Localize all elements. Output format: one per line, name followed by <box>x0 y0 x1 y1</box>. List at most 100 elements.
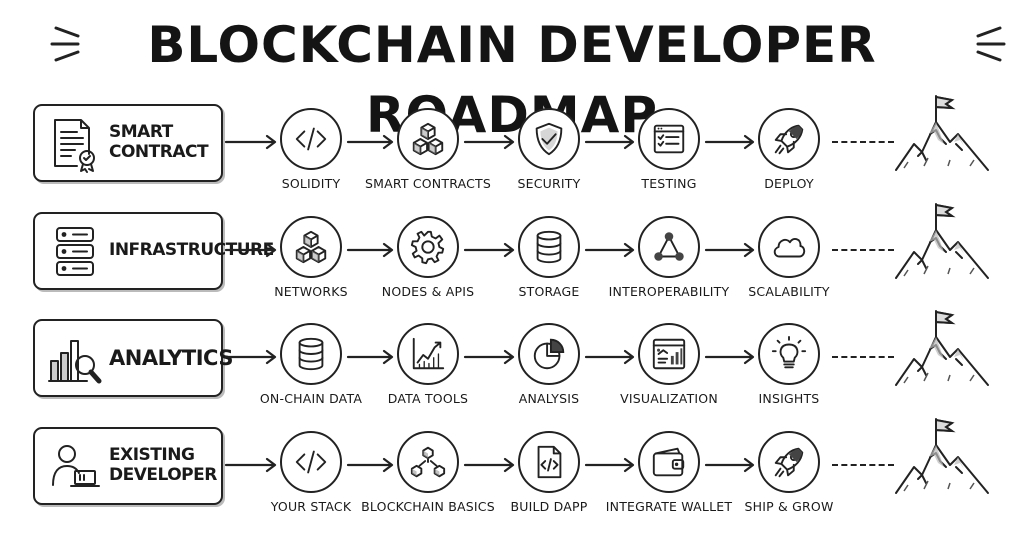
page-title: BLOCKCHAIN DEVELOPER ROADMAP <box>147 16 877 144</box>
dashboard-window-icon <box>650 335 688 373</box>
category-box[interactable]: EXISTING DEVELOPER <box>33 427 223 505</box>
step-circle <box>638 323 700 385</box>
step-circle <box>638 216 700 278</box>
step-label: NETWORKS <box>274 284 348 299</box>
bar-chart-magnifier-icon <box>47 331 103 387</box>
step-circle <box>518 431 580 493</box>
arrow-right-icon <box>346 242 394 258</box>
step-circle <box>397 108 459 170</box>
step-circle <box>280 108 342 170</box>
mountain-flag-icon <box>894 417 990 497</box>
step-label: SMART CONTRACTS <box>364 176 492 191</box>
category-box[interactable]: ANALYTICS <box>33 319 233 397</box>
mountain-flag-icon <box>894 202 990 282</box>
roadmap-step[interactable]: TESTING <box>609 108 729 208</box>
arrow-right-icon <box>224 134 277 150</box>
code-icon <box>292 443 330 481</box>
rocket-icon <box>770 443 808 481</box>
step-label: SCALABILITY <box>748 284 830 299</box>
shield-check-icon <box>530 120 568 158</box>
roadmap-row: EXISTING DEVELOPER YOUR STACK BLOCKCHAIN B… <box>0 418 1024 535</box>
cubes-icon <box>292 228 330 266</box>
arrow-right-icon <box>346 134 394 150</box>
step-label: DEPLOY <box>764 176 814 191</box>
roadmap-step[interactable]: INTEROPERABILITY <box>609 216 729 316</box>
arrow-right-icon <box>463 457 515 473</box>
wallet-icon <box>650 443 688 481</box>
code-icon <box>292 120 330 158</box>
arrow-right-icon <box>463 134 515 150</box>
step-label: SECURITY <box>517 176 581 191</box>
category-label: EXISTING DEVELOPER <box>109 445 217 485</box>
mountain-flag-icon <box>894 94 990 174</box>
step-label: NODES & APIS <box>381 284 475 299</box>
category-box[interactable]: INFRASTRUCTURE <box>33 212 274 290</box>
developer-laptop-icon <box>47 439 103 495</box>
roadmap-step[interactable]: DEPLOY <box>729 108 849 208</box>
step-circle <box>518 323 580 385</box>
arrow-right-icon <box>584 349 635 365</box>
step-label: YOUR STACK <box>270 499 352 514</box>
arrow-right-icon <box>704 134 755 150</box>
roadmap-step[interactable]: DATA TOOLS <box>368 323 488 423</box>
arrow-right-icon <box>463 349 515 365</box>
step-label: INTEGRATE WALLET <box>605 499 733 514</box>
arrow-right-icon <box>224 242 277 258</box>
roadmap-row: INFRASTRUCTURE NETWORKS NODES & APIS STORA… <box>0 203 1024 320</box>
linked-blocks-icon <box>409 443 447 481</box>
step-label: VISUALIZATION <box>620 391 718 406</box>
arrow-right-icon <box>346 457 394 473</box>
roadmap-step[interactable]: SMART CONTRACTS <box>365 108 491 208</box>
category-label: ANALYTICS <box>109 345 233 370</box>
step-label: BUILD DAPP <box>510 499 588 514</box>
step-label: INTEROPERABILITY <box>608 284 730 299</box>
step-label: SHIP & GROW <box>744 499 834 514</box>
category-label: SMART CONTRACT <box>109 122 209 162</box>
step-circle <box>518 108 580 170</box>
arrow-right-icon <box>463 242 515 258</box>
step-circle <box>280 323 342 385</box>
roadmap-step[interactable]: SCALABILITY <box>729 216 849 316</box>
step-circle <box>758 108 820 170</box>
roadmap-step[interactable]: SHIP & GROW <box>729 431 849 531</box>
arrow-right-icon <box>584 134 635 150</box>
roadmap-step[interactable]: BLOCKCHAIN BASICS <box>361 431 495 531</box>
roadmap-step[interactable]: ANALYSIS <box>489 323 609 423</box>
step-circle <box>758 431 820 493</box>
step-label: INSIGHTS <box>758 391 820 406</box>
step-circle <box>397 323 459 385</box>
category-label: INFRASTRUCTURE <box>109 240 274 261</box>
roadmap-step[interactable]: VISUALIZATION <box>609 323 729 423</box>
roadmap-row: ANALYTICS ON-CHAIN DATA DATA TOOLS ANALYSIS… <box>0 310 1024 427</box>
arrow-right-icon <box>584 242 635 258</box>
arrow-right-icon <box>704 242 755 258</box>
roadmap-step[interactable]: STORAGE <box>489 216 609 316</box>
checklist-window-icon <box>650 120 688 158</box>
roadmap-step[interactable]: NODES & APIS <box>368 216 488 316</box>
step-label: BLOCKCHAIN BASICS <box>361 499 495 514</box>
roadmap-step[interactable]: SOLIDITY <box>251 108 371 208</box>
line-chart-icon <box>409 335 447 373</box>
roadmap-step[interactable]: YOUR STACK <box>251 431 371 531</box>
step-label: SOLIDITY <box>281 176 341 191</box>
roadmap-step[interactable]: INTEGRATE WALLET <box>606 431 732 531</box>
step-label: DATA TOOLS <box>387 391 469 406</box>
rocket-icon <box>770 120 808 158</box>
mountain-flag-icon <box>894 309 990 389</box>
roadmap-step[interactable]: SECURITY <box>489 108 609 208</box>
roadmap-step[interactable]: BUILD DAPP <box>489 431 609 531</box>
step-label: ON-CHAIN DATA <box>259 391 363 406</box>
step-circle <box>638 431 700 493</box>
dashed-connector <box>832 249 894 255</box>
roadmap-step[interactable]: NETWORKS <box>251 216 371 316</box>
step-circle <box>397 216 459 278</box>
emphasis-lines-icon <box>976 26 1006 62</box>
lightbulb-icon <box>770 335 808 373</box>
step-circle <box>638 108 700 170</box>
category-box[interactable]: SMART CONTRACT <box>33 104 223 182</box>
roadmap-step[interactable]: ON-CHAIN DATA <box>251 323 371 423</box>
arrow-right-icon <box>584 457 635 473</box>
network-nodes-icon <box>650 228 688 266</box>
database-icon <box>530 228 568 266</box>
roadmap-step[interactable]: INSIGHTS <box>729 323 849 423</box>
